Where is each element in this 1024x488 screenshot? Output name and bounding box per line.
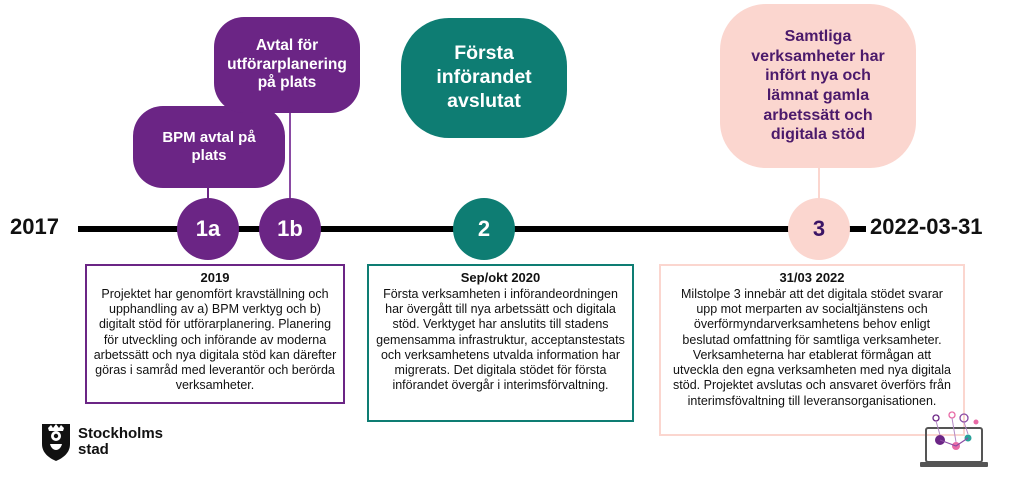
milestone-1a-bubble: BPM avtal på plats bbox=[133, 106, 285, 188]
milestone-1b-marker: 1b bbox=[259, 198, 321, 260]
description-box-2022: 31/03 2022 Milstolpe 3 innebär att det d… bbox=[659, 264, 965, 436]
milestone-2-bubble-text: Första införandet avslutat bbox=[436, 42, 532, 112]
connector-1a bbox=[207, 186, 209, 202]
milestone-3-marker: 3 bbox=[788, 198, 850, 260]
description-box-2019-text: Projektet har genomfört kravställning oc… bbox=[93, 286, 337, 393]
milestone-1a-marker: 1a bbox=[177, 198, 239, 260]
timeline-end-label: 2022-03-31 bbox=[870, 214, 983, 239]
stockholms-stad-logo: Stockholms stad bbox=[40, 422, 163, 462]
description-box-2019: 2019 Projektet har genomfört kravställni… bbox=[85, 264, 345, 404]
milestone-2-bubble: Första införandet avslutat bbox=[401, 18, 567, 138]
milestone-1b-marker-label: 1b bbox=[277, 216, 303, 241]
description-box-2020-text: Första verksamheten i införandeordningen… bbox=[376, 286, 625, 393]
description-box-2020-title: Sep/okt 2020 bbox=[460, 270, 541, 285]
milestone-2-marker: 2 bbox=[453, 198, 515, 260]
milestone-3-bubble-text: Samtliga verksamheter har infört nya och… bbox=[751, 28, 885, 144]
milestone-1a-bubble-text: BPM avtal på plats bbox=[162, 128, 256, 164]
milestone-3-bubble: Samtliga verksamheter har infört nya och… bbox=[720, 4, 916, 168]
description-box-2022-text: Milstolpe 3 innebär att det digitala stö… bbox=[673, 286, 951, 408]
milestone-1b-bubble: Avtal för utförarplanering på plats bbox=[214, 17, 360, 113]
description-box-2022-title: 31/03 2022 bbox=[779, 270, 845, 285]
laptop-network-icon bbox=[920, 411, 988, 467]
milestone-3-marker-label: 3 bbox=[812, 216, 826, 241]
logo-line-1: Stockholms bbox=[78, 425, 164, 443]
logo-line-2: stad bbox=[78, 441, 109, 458]
description-box-2019-title: 2019 bbox=[200, 270, 230, 285]
crest-icon bbox=[42, 424, 70, 461]
milestone-1b-bubble-text: Avtal för utförarplanering på plats bbox=[227, 36, 347, 92]
milestone-1a-marker-label: 1a bbox=[195, 216, 221, 241]
connector-3 bbox=[818, 166, 820, 200]
description-box-2020: Sep/okt 2020 Första verksamheten i inför… bbox=[367, 264, 634, 422]
milestone-2-marker-label: 2 bbox=[477, 216, 491, 241]
connector-1b bbox=[289, 110, 291, 202]
timeline-start-label: 2017 bbox=[10, 214, 59, 239]
